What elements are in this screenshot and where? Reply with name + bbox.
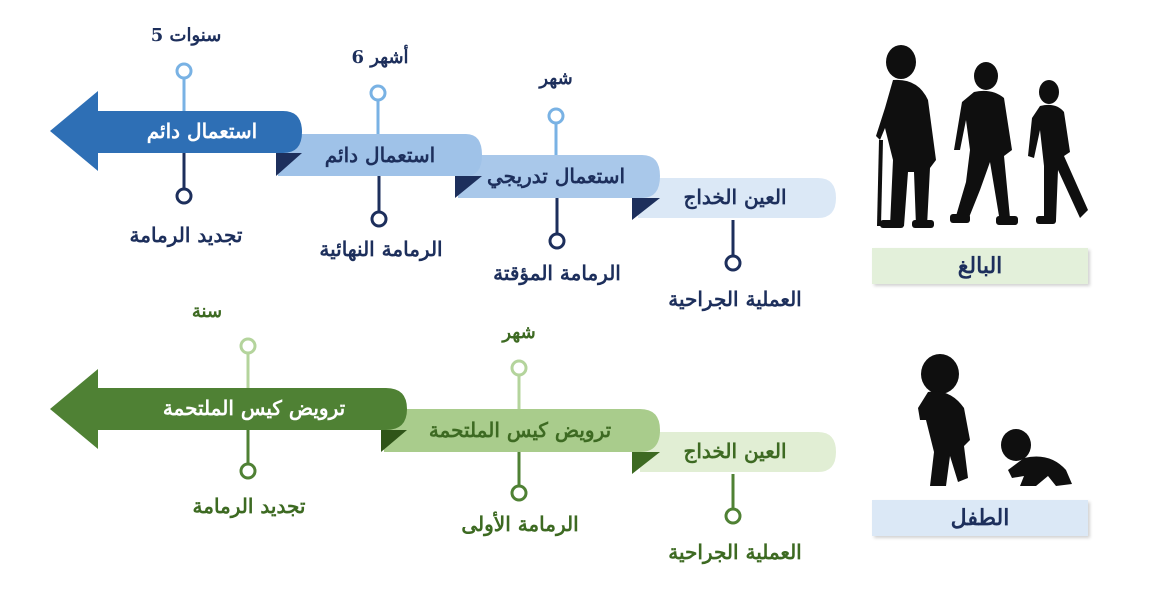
- baby-icon: [1001, 429, 1072, 486]
- child-below-text-1: الرمامة الأولى: [461, 511, 578, 537]
- child-dot-below-1: [510, 484, 528, 502]
- child-label: الطفل: [872, 500, 1088, 536]
- child-dot-below-2: [239, 462, 257, 480]
- adult-below-text-1: الرمامة المؤقتة: [493, 261, 621, 286]
- adult-fold-3: [276, 153, 302, 176]
- adult-above-text-1: شهر: [537, 68, 572, 89]
- adult-connectors-below: [175, 153, 742, 272]
- child-fold-1: [632, 452, 660, 474]
- adult-arrow-3: [50, 91, 302, 171]
- adult-man-icon: [950, 62, 1018, 225]
- child-connectors-above: [239, 337, 528, 409]
- child-band-text-1: ترويض كيس الملتحمة: [429, 418, 612, 443]
- child-dot-below-0: [724, 507, 742, 525]
- elderly-man-icon: [876, 45, 936, 228]
- adult-below-text-2: الرمامة النهائية: [319, 237, 442, 262]
- adult-band-text-1: استعمال تدريجي: [487, 164, 625, 189]
- adult-dot-above-3: [175, 62, 193, 80]
- adult-above-text-2: 6 أشهر: [351, 45, 408, 68]
- child-silhouettes-icon: [918, 354, 1072, 486]
- adult-band-2: [278, 134, 482, 176]
- child-connectors-below: [239, 430, 742, 525]
- teen-icon: [1028, 80, 1088, 224]
- adult-band-0: [638, 178, 836, 218]
- adult-label: البالغ: [872, 248, 1088, 284]
- toddler-icon: [918, 354, 970, 486]
- child-timeline: العين الخداج ترويض كيس الملتحمة ترويض كي…: [50, 301, 836, 565]
- child-dot-above-1: [510, 359, 528, 377]
- adult-dot-below-3: [175, 187, 193, 205]
- adult-fold-2: [455, 176, 482, 198]
- child-above-text-1: شهر: [500, 322, 535, 343]
- child-band-text-2: ترويض كيس الملتحمة: [163, 396, 346, 421]
- adult-band-text-2: استعمال دائم: [325, 143, 436, 168]
- adult-silhouettes-icon: [876, 45, 1088, 228]
- adult-connectors-above: [175, 62, 565, 155]
- child-band-0: [640, 432, 836, 472]
- child-above-text-2: سنة: [192, 301, 222, 322]
- adult-timeline: العين الخداج استعمال تدريجي استعمال دائم…: [50, 25, 836, 312]
- adult-band-text-0: العين الخداج: [683, 185, 786, 210]
- child-band-1: [384, 409, 660, 452]
- child-below-text-0: العملية الجراحية: [668, 540, 801, 565]
- adult-dot-below-2: [370, 210, 388, 228]
- child-dot-above-2: [239, 337, 257, 355]
- child-below-text-2: تجديد الرمامة: [193, 494, 306, 519]
- adult-dot-below-0: [724, 254, 742, 272]
- child-arrow-2: [50, 369, 407, 449]
- child-band-text-0: العين الخداج: [683, 439, 786, 464]
- adult-below-text-0: العملية الجراحية: [668, 287, 801, 312]
- adult-fold-1: [632, 198, 660, 220]
- adult-band-1: [458, 155, 660, 198]
- adult-dot-above-1: [547, 107, 565, 125]
- child-fold-2: [381, 430, 407, 452]
- adult-below-text-3: تجديد الرمامة: [130, 223, 243, 248]
- adult-above-text-3: 5 سنوات: [151, 25, 222, 46]
- adult-dot-above-2: [369, 84, 387, 102]
- adult-dot-below-1: [548, 232, 566, 250]
- adult-band-text-3: استعمال دائم: [147, 119, 258, 144]
